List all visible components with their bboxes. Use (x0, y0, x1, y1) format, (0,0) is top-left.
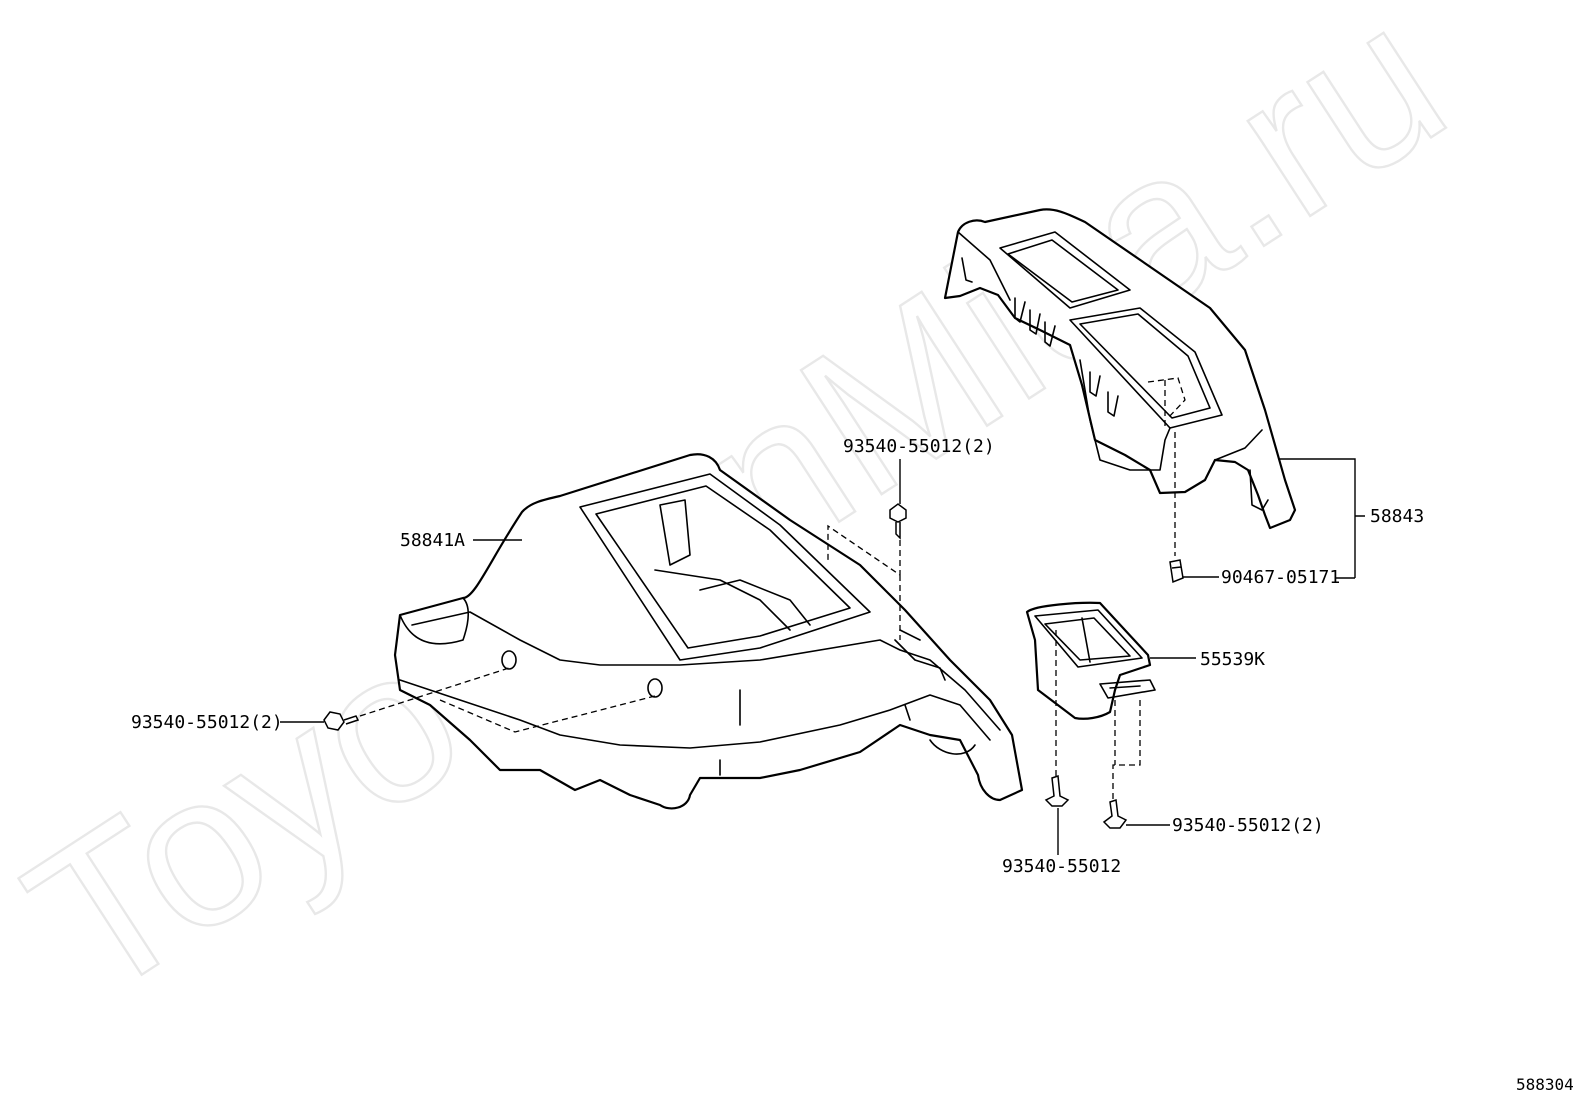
console-box-hole-2 (647, 678, 663, 698)
leader-upper-panel-bracket (1278, 458, 1365, 578)
screw-left-icon (323, 711, 360, 731)
console-box-ribs (719, 689, 911, 776)
cup-holder-inner (1044, 617, 1131, 663)
screw-bottom (1044, 774, 1070, 855)
console-box-bottom-arch (929, 739, 976, 755)
console-box-rear-bracket (894, 629, 946, 681)
console-box-top-rim (579, 473, 871, 661)
cup-holder-55539k (1025, 601, 1156, 810)
cup-holder-tab (1099, 679, 1156, 699)
figure-id: 588304 (1516, 1075, 1574, 1094)
label-console-box: 58841A (400, 530, 465, 551)
label-screw-right: 93540-55012(2) (1172, 815, 1324, 836)
screw-upper-icon (889, 503, 907, 540)
label-upper-panel: 58843 (1370, 506, 1424, 527)
cup-holder-rim (1034, 609, 1143, 668)
clip-icon (1169, 559, 1184, 584)
console-box-side-rim (399, 597, 470, 645)
cup-holder-guides (1055, 630, 1141, 810)
screw-right-icon (1102, 798, 1128, 829)
console-box-hole-1 (501, 650, 517, 670)
upper-panel-window-1-inner (1007, 239, 1119, 303)
upper-panel-window-2-inner (1079, 313, 1211, 419)
label-upper-clip: 90467-05171 (1221, 567, 1340, 588)
upper-panel-hidden-edges (1147, 377, 1186, 430)
console-box-cavity (654, 499, 811, 631)
upper-panel-clips (961, 257, 1269, 511)
label-screw-left: 93540-55012(2) (131, 712, 283, 733)
screw-bottom-icon (1044, 774, 1070, 807)
cup-holder-body (1025, 601, 1152, 720)
upper-panel-window-2 (1069, 307, 1223, 429)
console-box-body (393, 453, 1024, 810)
console-box-58841a (393, 453, 1024, 810)
upper-panel-58843 (943, 208, 1297, 530)
upper-panel-pocket (1079, 359, 1171, 471)
label-screw-bottom: 93540-55012 (1002, 856, 1121, 877)
clip-90467-05171 (1169, 432, 1184, 584)
screw-right (1102, 798, 1170, 829)
screw-left-guides (359, 667, 656, 733)
screw-upper-guides (827, 524, 901, 640)
upper-panel-edge (957, 231, 1263, 461)
upper-panel-window-1 (999, 231, 1131, 309)
console-box-lower-edge (399, 679, 991, 749)
console-box-front-edge (411, 611, 1001, 731)
label-screw-upper: 93540-55012(2) (843, 436, 995, 457)
console-box-top-rim-inner (595, 485, 851, 649)
screw-upper (827, 503, 907, 640)
label-cup-holder: 55539K (1200, 649, 1265, 670)
screw-left (323, 667, 656, 733)
